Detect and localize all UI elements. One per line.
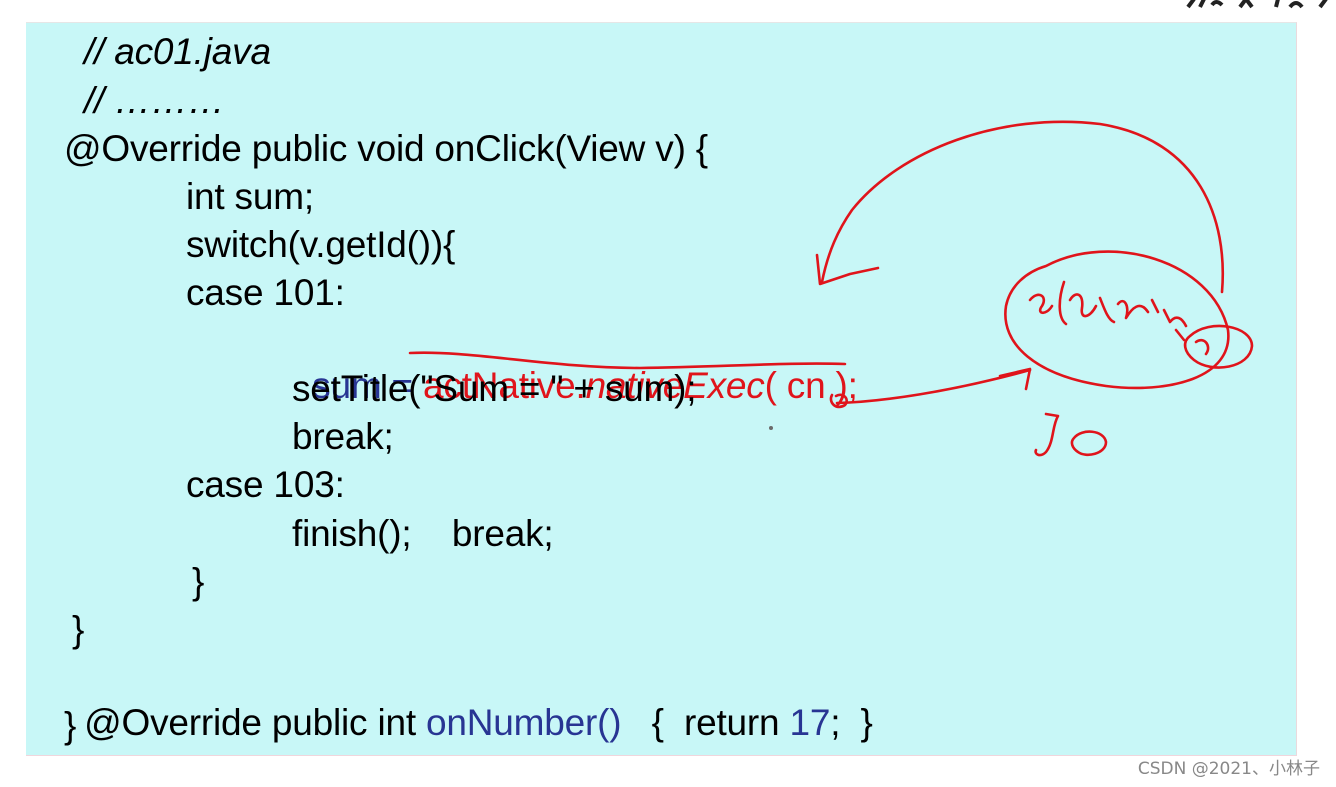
comment-filename: // ac01.java	[84, 31, 271, 72]
code-line-method-close: }	[72, 609, 85, 650]
code-token-return-value: 17	[789, 702, 831, 743]
code-line-switch: switch(v.getId()){	[186, 224, 456, 265]
code-line-native-call: sum = actNative.nativeExec( cn );	[292, 320, 858, 408]
comment-ellipsis: // ………	[84, 80, 225, 121]
code-token-onnumber-prefix: @Override public int	[84, 702, 426, 743]
code-line-finish-break: finish(); break;	[292, 513, 554, 554]
code-line-int-sum: int sum;	[186, 176, 314, 217]
corner-logo-icon	[1186, 0, 1328, 9]
code-line-case-103: case 103:	[186, 464, 345, 505]
corner-logo-fragment	[1180, 0, 1336, 9]
code-token-act-native: actNative.	[423, 365, 586, 406]
code-token-native-exec: nativeExec	[585, 365, 765, 406]
code-token-sum-assign: sum =	[312, 365, 424, 406]
code-line-onnumber: @Override public int onNumber() { return…	[64, 657, 873, 745]
code-line-break: break;	[292, 416, 394, 457]
code-line-onclick-signature: @Override public void onClick(View v) {	[64, 128, 708, 169]
code-line-switch-close: }	[192, 561, 205, 602]
csdn-watermark: CSDN @2021、小林子	[1137, 759, 1320, 779]
code-line-class-close: }	[64, 705, 77, 746]
code-token-exec-args: ( cn );	[764, 365, 858, 406]
code-token-onnumber-name: onNumber()	[426, 702, 622, 743]
code-token-onnumber-body-b: ; }	[830, 702, 873, 743]
code-token-onnumber-body-a: { return	[621, 702, 790, 743]
code-line-case-101: case 101:	[186, 272, 345, 313]
code-line-set-title: setTitle("Sum = " + sum);	[292, 368, 697, 409]
